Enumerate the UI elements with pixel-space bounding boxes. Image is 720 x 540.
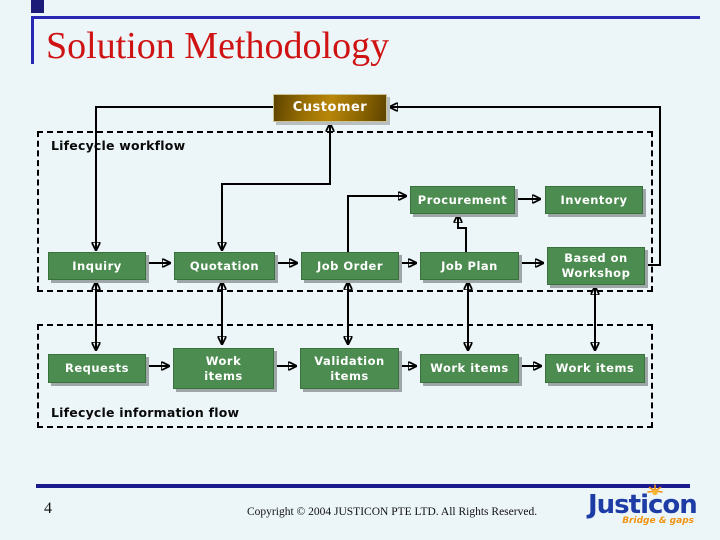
page-number: 4	[44, 500, 52, 517]
logo-wordmark: Justicon	[588, 490, 698, 520]
node-job-order: Job Order	[301, 252, 399, 280]
corner-tab-decoration	[31, 0, 44, 13]
node-validation-items: Validation items	[300, 348, 399, 389]
node-based-on-workshop: Based on Workshop	[547, 247, 645, 285]
node-requests: Requests	[48, 354, 146, 383]
sun-icon	[647, 484, 663, 496]
title-rule-vertical	[31, 16, 34, 64]
node-customer: Customer	[273, 94, 387, 122]
node-job-plan: Job Plan	[420, 252, 519, 280]
node-procurement: Procurement	[410, 186, 515, 214]
justicon-logo: Justicon Bridge & gaps	[588, 484, 698, 526]
title-rule-horizontal	[31, 16, 700, 19]
footer-rule	[36, 484, 690, 488]
node-work-items-2: Work items	[420, 354, 519, 383]
logo-tagline: Bridge & gaps	[622, 516, 694, 526]
copyright-text: Copyright © 2004 JUSTICON PTE LTD. All R…	[247, 506, 538, 518]
node-quotation: Quotation	[174, 252, 275, 280]
group-label-lifecycle-information-flow: Lifecycle information flow	[51, 405, 240, 420]
node-work-items-1: Work items	[173, 348, 274, 389]
slide-title: Solution Methodology	[46, 25, 390, 67]
node-work-items-3: Work items	[545, 354, 645, 383]
node-inventory: Inventory	[545, 186, 643, 214]
group-label-lifecycle-workflow: Lifecycle workflow	[51, 138, 186, 153]
node-inquiry: Inquiry	[48, 252, 146, 280]
